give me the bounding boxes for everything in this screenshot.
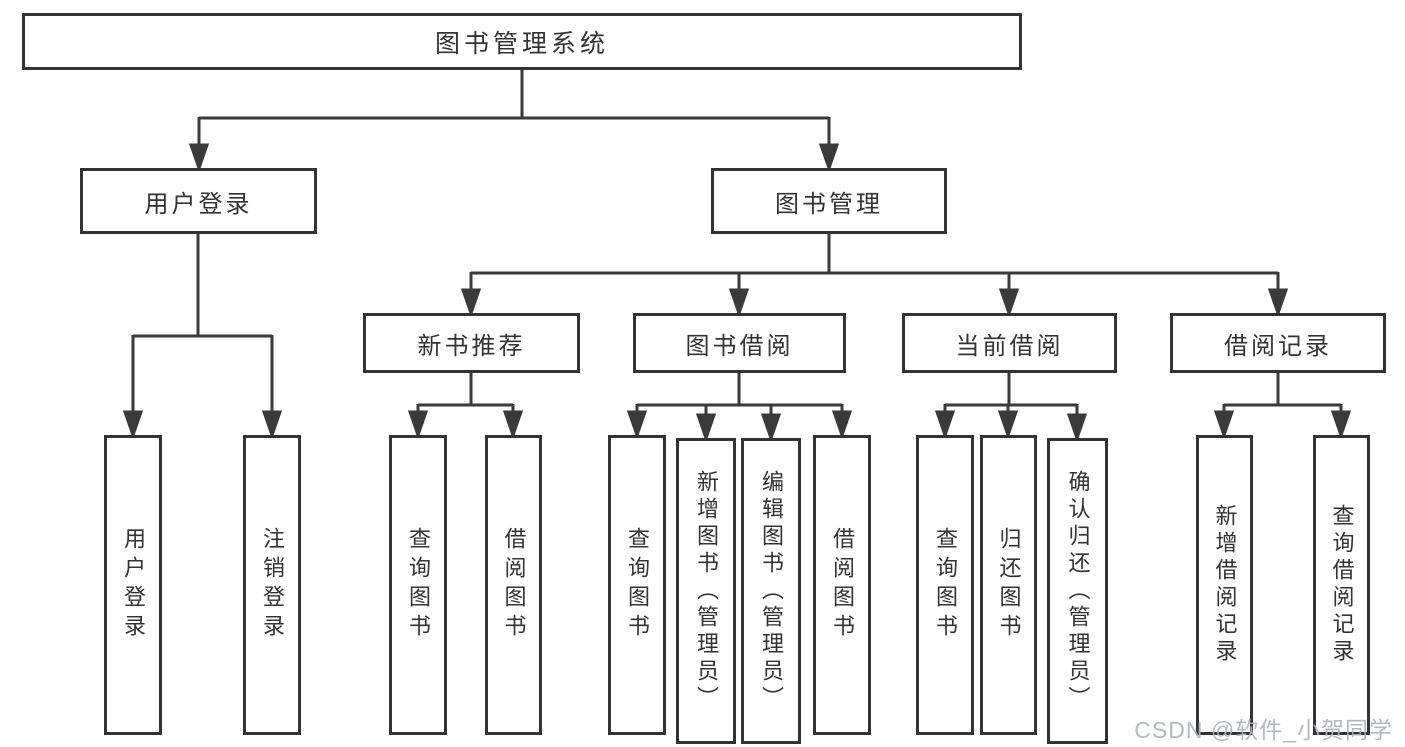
leaf-query-books-borrowing: 查询图书 xyxy=(608,435,666,735)
node-current-borrowing: 当前借阅 xyxy=(902,313,1117,373)
leaf-add-borrow-record: 新增借阅记录 xyxy=(1196,435,1253,735)
leaf-user-login: 用户登录 xyxy=(104,435,162,735)
leaf-return-books: 归还图书 xyxy=(980,435,1037,735)
leaf-query-borrow-record: 查询借阅记录 xyxy=(1313,435,1370,735)
node-book-management: 图书管理 xyxy=(711,168,947,234)
node-borrowing-records: 借阅记录 xyxy=(1170,313,1386,373)
leaf-query-books-recommend: 查询图书 xyxy=(389,435,447,735)
leaf-query-books-current: 查询图书 xyxy=(916,435,974,735)
leaf-borrow-books-borrowing: 借阅图书 xyxy=(813,435,871,735)
leaf-add-books-admin: 新增图书（管理员） xyxy=(676,438,736,744)
leaf-edit-books-admin: 编辑图书（管理员） xyxy=(741,438,801,744)
node-new-book-recommendation: 新书推荐 xyxy=(363,313,580,373)
watermark: CSDN @软件_小贺同学 xyxy=(1134,717,1393,743)
leaf-logout: 注销登录 xyxy=(243,435,301,735)
node-user-login: 用户登录 xyxy=(80,168,317,234)
leaf-borrow-books-recommend: 借阅图书 xyxy=(485,435,542,735)
leaf-confirm-return-admin: 确认归还（管理员） xyxy=(1047,438,1108,744)
node-library-management-system: 图书管理系统 xyxy=(22,13,1022,70)
node-book-borrowing: 图书借阅 xyxy=(633,313,846,373)
